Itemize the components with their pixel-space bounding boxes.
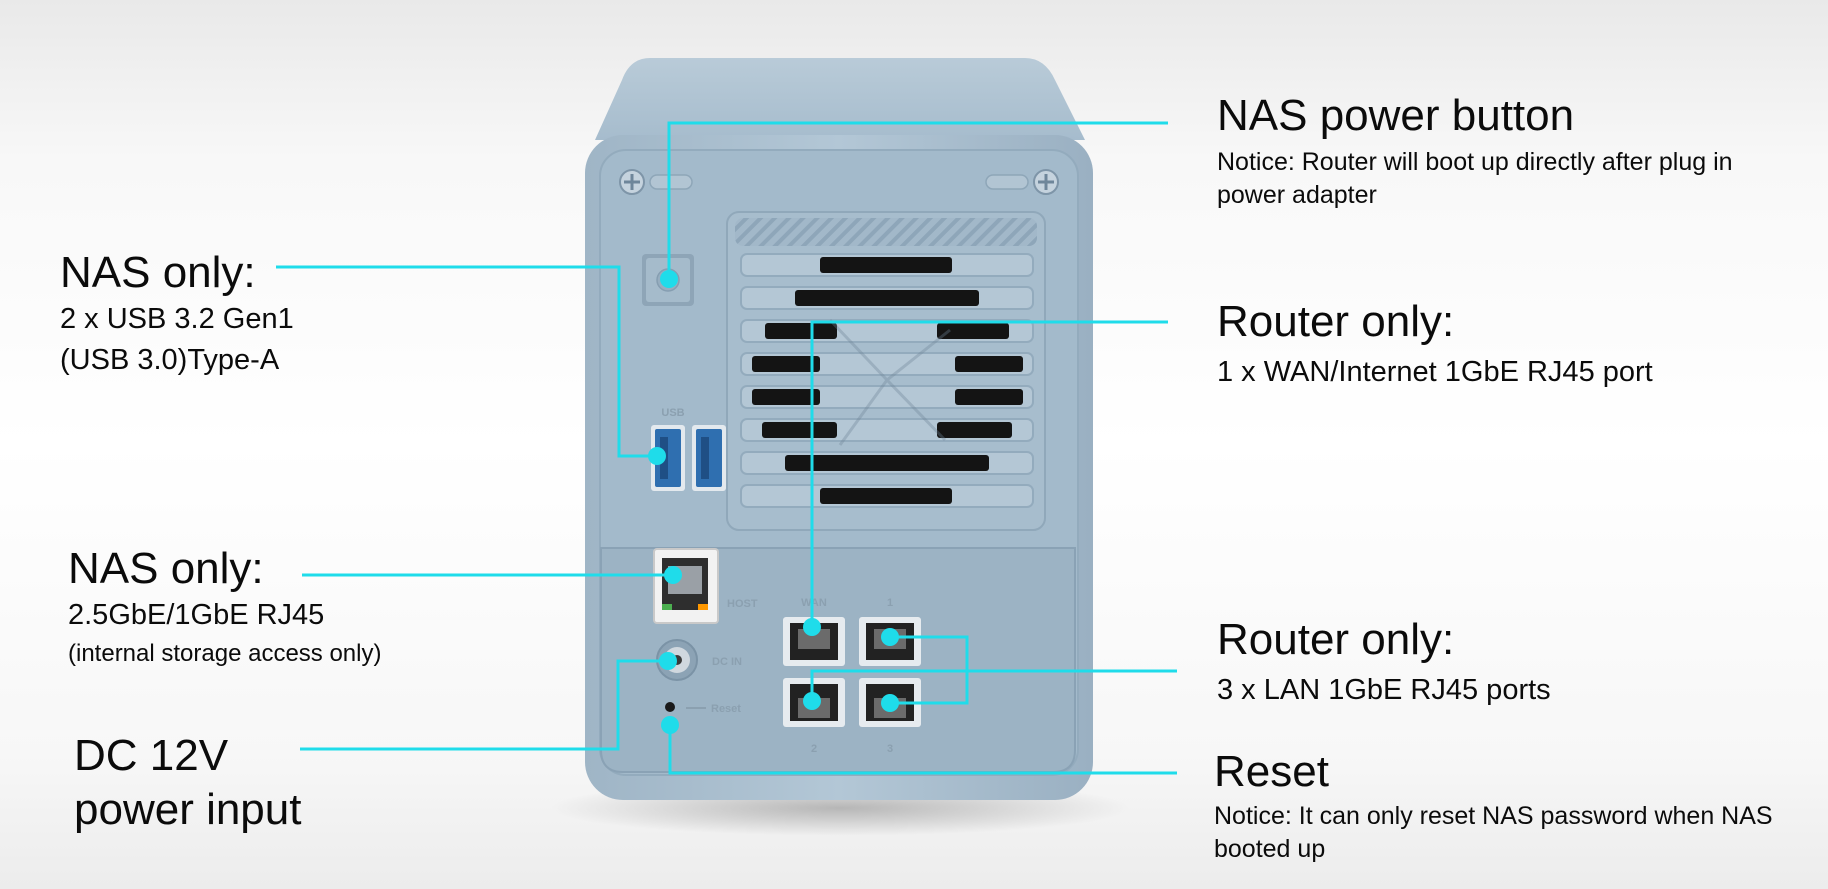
reset-callout-note: Notice: It can only reset NAS password w… bbox=[1214, 802, 1773, 863]
power-callout: NAS power button Notice: Router will boo… bbox=[1217, 90, 1797, 212]
power-callout-note: Notice: Router will boot up directly aft… bbox=[1217, 148, 1733, 209]
dcin-device-label: DC IN bbox=[712, 656, 742, 668]
screw-right-icon bbox=[985, 169, 1059, 195]
wan-callout-title: Router only: bbox=[1217, 297, 1455, 346]
reset-callout: Reset Notice: It can only reset NAS pass… bbox=[1214, 746, 1774, 866]
callout-dots bbox=[648, 270, 899, 734]
dc-callout-line1: DC 12V bbox=[74, 731, 229, 780]
host-lan-callout: NAS only: 2.5GbE/1GbE RJ45 (internal sto… bbox=[68, 543, 381, 672]
fan-vent bbox=[726, 211, 1046, 531]
port2-device-label: 2 bbox=[811, 743, 817, 755]
lan-callout: Router only: 3 x LAN 1GbE RJ45 ports bbox=[1217, 614, 1551, 711]
wan-callout: Router only: 1 x WAN/Internet 1GbE RJ45 … bbox=[1217, 296, 1653, 393]
dc-callout-line2: power input bbox=[74, 785, 302, 834]
wan-callout-line1: 1 x WAN/Internet 1GbE RJ45 port bbox=[1217, 356, 1653, 388]
dc-callout: DC 12V power input bbox=[74, 729, 301, 837]
wan-port-icon bbox=[783, 617, 845, 666]
usb-callout-line1: 2 x USB 3.2 Gen1 bbox=[60, 303, 294, 335]
host-lan-callout-title: NAS only: bbox=[68, 544, 264, 593]
host-device-label: HOST bbox=[727, 598, 758, 610]
host-lan-callout-line1: 2.5GbE/1GbE RJ45 bbox=[68, 599, 325, 631]
wan-device-label: WAN bbox=[801, 597, 827, 609]
power-callout-title: NAS power button bbox=[1217, 91, 1575, 140]
host-lan-callout-line2: (internal storage access only) bbox=[68, 640, 382, 667]
usb-port-2-icon bbox=[692, 425, 726, 491]
usb-device-label: USB bbox=[661, 407, 684, 419]
host-rj45-port-icon bbox=[653, 548, 719, 624]
port1-device-label: 1 bbox=[887, 597, 893, 609]
usb-callout-title: NAS only: bbox=[60, 248, 256, 297]
reset-pinhole-icon bbox=[665, 702, 675, 712]
lan-callout-line1: 3 x LAN 1GbE RJ45 ports bbox=[1217, 674, 1551, 706]
usb-callout-line2: (USB 3.0)Type-A bbox=[60, 344, 280, 376]
port3-device-label: 3 bbox=[887, 743, 893, 755]
reset-callout-title: Reset bbox=[1214, 747, 1329, 796]
lan-callout-title: Router only: bbox=[1217, 615, 1455, 664]
screw-left-icon bbox=[619, 169, 693, 195]
reset-device-label: Reset bbox=[711, 703, 741, 715]
usb-callout: NAS only: 2 x USB 3.2 Gen1 (USB 3.0)Type… bbox=[60, 247, 294, 381]
